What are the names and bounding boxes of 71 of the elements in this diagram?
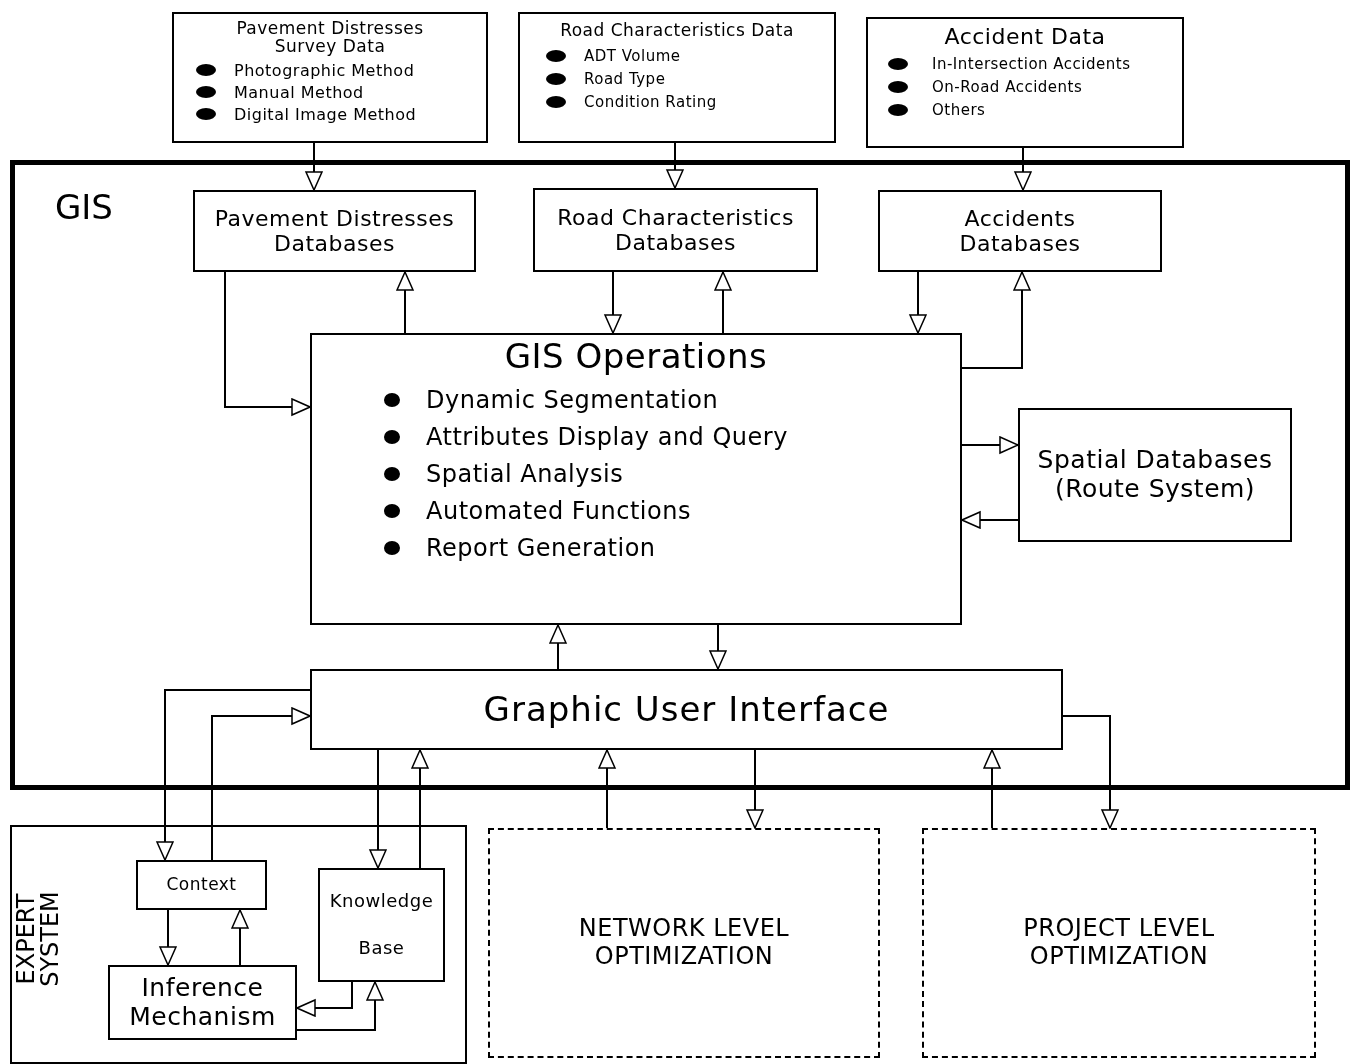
process-box xyxy=(193,190,476,272)
arrow xyxy=(369,749,387,869)
node-title: GIS Operations xyxy=(503,339,769,375)
arrow xyxy=(961,436,1019,454)
process-box xyxy=(878,190,1162,272)
process-box xyxy=(533,188,818,272)
arrow xyxy=(598,749,616,829)
arrow xyxy=(983,749,1001,829)
list-item: Photographic Method xyxy=(234,60,415,80)
list-item: On-Road Accidents xyxy=(932,78,1083,97)
arrow xyxy=(746,749,764,829)
node-title: Road Characteristics Data xyxy=(559,22,795,40)
node-title: Accident Data xyxy=(943,25,1107,49)
arrow xyxy=(961,511,1019,529)
process-box xyxy=(518,12,836,143)
arrow xyxy=(714,271,732,334)
process-box xyxy=(310,669,1063,750)
system-boundary xyxy=(10,825,467,1064)
list-item: In-Intersection Accidents xyxy=(932,55,1131,74)
arrow xyxy=(224,271,311,416)
arrow xyxy=(1062,715,1119,829)
list-item: Dynamic Segmentation xyxy=(426,385,719,414)
arrow xyxy=(296,981,384,1031)
dashed-process-box xyxy=(922,828,1316,1058)
process-box xyxy=(108,965,297,1040)
arrow xyxy=(961,271,1031,369)
process-box xyxy=(866,17,1184,148)
node-label: Pavement Distresses Databases xyxy=(213,205,456,257)
arrow xyxy=(1014,147,1032,191)
arrow xyxy=(296,981,353,1017)
arrow xyxy=(549,624,567,670)
node-label: Spatial Databases (Route System) xyxy=(1036,446,1274,504)
node-label: Graphic User Interface xyxy=(482,689,891,730)
arrow xyxy=(211,707,311,861)
arrow xyxy=(156,689,311,861)
process-box xyxy=(172,12,488,143)
node-label: Accidents Databases xyxy=(958,205,1082,257)
node-label: Knowledge Base xyxy=(328,889,435,960)
arrow xyxy=(396,271,414,334)
list-item: Digital Image Method xyxy=(234,104,417,124)
list-item: Manual Method xyxy=(234,82,364,102)
arrow xyxy=(666,142,684,189)
node-label: NETWORK LEVEL OPTIMIZATION xyxy=(577,915,791,971)
list-item: Others xyxy=(932,101,986,120)
arrow xyxy=(305,142,323,191)
list-item: Spatial Analysis xyxy=(426,459,624,488)
arrow xyxy=(604,271,622,334)
node-label: Context xyxy=(165,875,238,895)
arrow xyxy=(159,909,177,966)
dashed-process-box xyxy=(488,828,880,1058)
system-label: GIS xyxy=(55,187,113,227)
list-item: Attributes Display and Query xyxy=(426,422,788,451)
arrow xyxy=(411,749,429,869)
process-box xyxy=(310,333,962,625)
system-label: EXPERT SYSTEM xyxy=(14,890,62,989)
node-label: Inference Mechanism xyxy=(128,973,277,1032)
list-item: Condition Rating xyxy=(584,92,717,111)
list-item: Automated Functions xyxy=(426,496,691,525)
list-item: ADT Volume xyxy=(584,46,681,65)
system-boundary xyxy=(10,160,1350,790)
node-label: PROJECT LEVEL OPTIMIZATION xyxy=(1022,915,1216,971)
process-box xyxy=(136,860,267,910)
arrow xyxy=(909,271,927,334)
arrow xyxy=(709,624,727,670)
process-box xyxy=(318,868,445,982)
list-item: Report Generation xyxy=(426,533,656,562)
list-item: Road Type xyxy=(584,69,666,88)
node-label: Road Characteristics Databases xyxy=(556,204,795,256)
process-box xyxy=(1018,408,1292,542)
arrow xyxy=(231,909,249,966)
node-title: Pavement Distresses Survey Data xyxy=(235,20,425,56)
